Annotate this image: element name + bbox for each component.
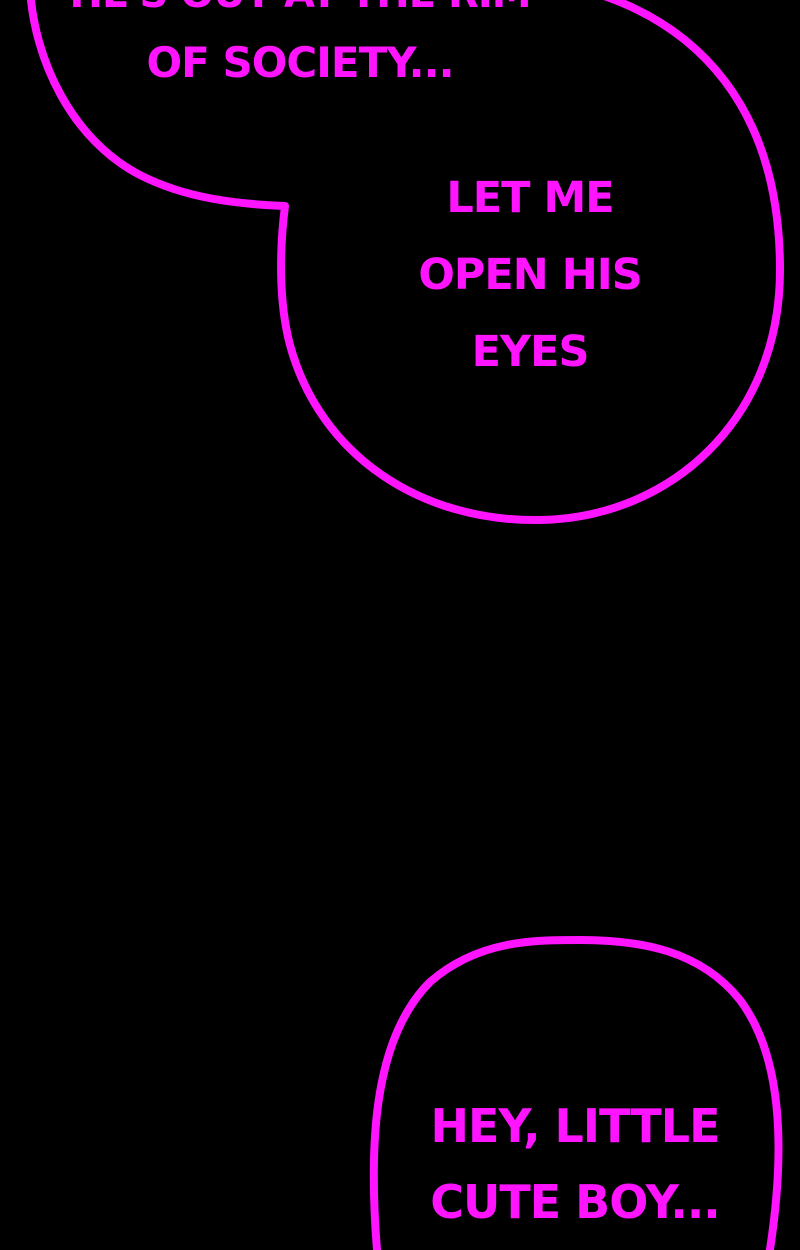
bubble-line: HEY, LITTLE (430, 1099, 720, 1153)
bubble-line: LET ME (446, 173, 614, 223)
bubble-line: OPEN HIS (418, 250, 642, 300)
bubble-text-hey-little-cute-boy: HEY, LITTLE CUTE BOY... (400, 1088, 750, 1240)
bubble-line: EYES (471, 327, 590, 377)
cut-off-bubble-line: HE'S OUT AT THE RIM (60, 0, 540, 14)
bubble-text-society: OF SOCIETY... (146, 38, 454, 87)
bubble-line: CUTE BOY... (430, 1175, 721, 1229)
lower-speech-bubble (369, 936, 783, 1250)
upper-speech-bubble (26, 0, 784, 525)
bubble-text-open-his-eyes: LET ME OPEN HIS EYES (400, 160, 660, 391)
